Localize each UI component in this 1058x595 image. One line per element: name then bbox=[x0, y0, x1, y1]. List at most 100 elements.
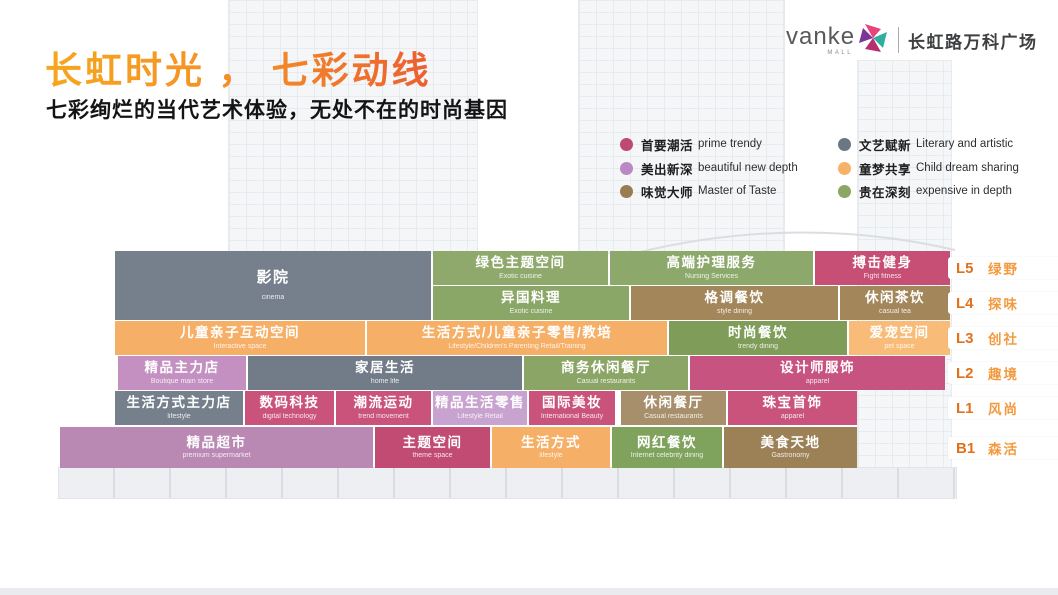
background-tower-left bbox=[228, 0, 478, 254]
floor-code: L5 bbox=[956, 259, 974, 277]
block-label-zh: 主题空间 bbox=[402, 434, 463, 450]
floor-label-l5: L5 绿野 bbox=[948, 257, 1058, 279]
brand-lockup: vanke MALL 长虹路万科广场 bbox=[786, 22, 1038, 58]
block-label-zh: 设计师服饰 bbox=[780, 360, 855, 376]
block-label-en: apparel bbox=[780, 412, 805, 420]
block-label-en: Lifestyle Retail bbox=[457, 412, 503, 420]
block-label-en: digital technology bbox=[262, 412, 317, 420]
floor-name: 森活 bbox=[988, 442, 1019, 457]
block-label-en: Lifestyle/Children's Parenting Retail/Tr… bbox=[448, 342, 586, 350]
vanke-mall-text: MALL bbox=[827, 49, 854, 56]
floor-name: 风尚 bbox=[988, 402, 1019, 417]
block-label-zh: 商务休闲餐厅 bbox=[561, 360, 651, 376]
block-label-en: Boutique main store bbox=[150, 377, 214, 385]
legend-label-en: Master of Taste bbox=[698, 185, 777, 197]
block-label-en: casual tea bbox=[879, 307, 911, 315]
block-label-en: Nursing Services bbox=[685, 272, 738, 280]
floor-name: 创社 bbox=[988, 332, 1019, 347]
block-label-zh: 数码科技 bbox=[259, 395, 320, 411]
floor-code: L3 bbox=[956, 329, 974, 347]
block-label-zh: 搏击健身 bbox=[852, 255, 913, 271]
block-label-en: style dining bbox=[716, 307, 753, 315]
floor-name: 探味 bbox=[988, 297, 1019, 312]
block-label-en: Exotic cuisine bbox=[499, 272, 542, 280]
block-label-en: lifestyle bbox=[539, 452, 563, 460]
block-label-zh: 绿色主题空间 bbox=[475, 255, 566, 271]
block-label-en: lifestyle bbox=[167, 412, 191, 420]
block-label-en: Casual restaurants bbox=[576, 377, 636, 385]
block-lifestyle: 生活方式 lifestyle bbox=[492, 427, 610, 468]
legend-item-5: 童梦共享 Child dream sharing bbox=[838, 160, 1019, 177]
floor-label-l1: L1 风尚 bbox=[948, 397, 1058, 419]
floor-code: B1 bbox=[956, 439, 976, 457]
block-label-zh: 休闲茶饮 bbox=[865, 290, 925, 306]
floor-label-b1: B1 森活 bbox=[948, 437, 1058, 459]
legend-label-en: prime trendy bbox=[698, 138, 762, 150]
block-label-zh: 高端护理服务 bbox=[666, 255, 757, 271]
block-label-zh: 生活方式/儿童亲子零售/教培 bbox=[421, 325, 613, 341]
block-label-zh: 家居生活 bbox=[355, 360, 415, 376]
block-label-en: Gastronomy bbox=[771, 452, 810, 460]
block-label-zh: 格调餐饮 bbox=[704, 290, 765, 306]
legend-label-en: expensive in depth bbox=[916, 185, 1012, 197]
vanke-logo: vanke MALL bbox=[786, 22, 856, 56]
block-label-en: Fight fitness bbox=[863, 272, 902, 280]
block-label-en: Exotic cuisine bbox=[509, 307, 553, 315]
block-label-en: trendy dining bbox=[737, 342, 779, 350]
legend-dot-icon bbox=[620, 161, 633, 175]
block-theme-space: 主题空间 theme space bbox=[375, 427, 490, 468]
block-label-zh: 儿童亲子互动空间 bbox=[180, 325, 300, 341]
block-label-en: pet space bbox=[884, 342, 915, 350]
block-label-en: cinema bbox=[261, 293, 285, 301]
legend-label-en: Literary and artistic bbox=[916, 138, 1014, 150]
block-label-en: Interactive space bbox=[213, 342, 267, 350]
block-label-en: premium supermarket bbox=[182, 452, 251, 460]
block-label-zh: 精品主力店 bbox=[144, 360, 220, 376]
block-label-zh: 异国料理 bbox=[501, 290, 561, 306]
legend-item-3: 味觉大师 Master of Taste bbox=[620, 183, 777, 200]
legend-dot-icon bbox=[838, 184, 851, 198]
legend-dot-icon bbox=[838, 137, 851, 151]
legend-label-en: Child dream sharing bbox=[916, 162, 1019, 174]
floor-code: L1 bbox=[956, 399, 974, 417]
legend-dot-icon bbox=[838, 161, 851, 175]
block-label-en: theme space bbox=[412, 452, 453, 460]
legend-label-zh: 童梦共享 bbox=[859, 162, 912, 177]
block-label-zh: 精品生活零售 bbox=[435, 395, 525, 411]
background-tower-right bbox=[578, 0, 785, 254]
vanke-logo-text: vanke bbox=[786, 22, 856, 50]
block-label-zh: 休闲餐厅 bbox=[643, 395, 704, 411]
floor-name: 绿野 bbox=[988, 262, 1019, 277]
block-label-zh: 生活方式 bbox=[521, 434, 581, 450]
block-label-en: International Beauty bbox=[540, 412, 604, 420]
legend-label-zh: 味觉大师 bbox=[641, 185, 694, 200]
brand-divider bbox=[898, 27, 900, 53]
